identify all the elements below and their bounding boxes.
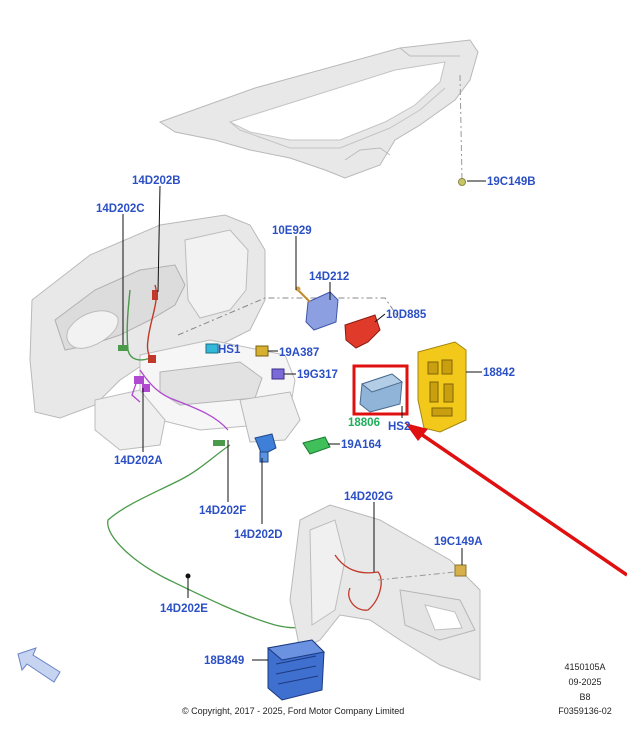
figure-id: F0359136-02: [558, 706, 612, 716]
module-14D212: [295, 286, 339, 331]
label-19G317: 19G317: [297, 369, 338, 381]
label-18842: 18842: [483, 367, 515, 379]
label-19A387: 19A387: [279, 347, 319, 359]
rear-body-structure: [289, 504, 481, 681]
module-18B849: [266, 639, 326, 701]
leader-lines: [122, 180, 486, 661]
label-HS1: HS1: [218, 344, 241, 356]
roof-frame: [158, 39, 479, 179]
connector-19A387: [255, 345, 269, 357]
label-14D202D: 14D202D: [234, 529, 283, 541]
label-14D202A: 14D202A: [114, 455, 163, 467]
label-14D202E: 14D202E: [160, 603, 208, 615]
module-18806: [359, 373, 404, 413]
label-14D202C: 14D202C: [96, 203, 145, 215]
connector-HS1: [205, 343, 219, 354]
label-10D885: 10D885: [386, 309, 427, 321]
connector-19A164: [302, 436, 331, 455]
instrument-panel: [29, 214, 301, 451]
pointer-arrow: [405, 423, 627, 577]
revision-date: 09-2025: [568, 677, 601, 687]
label-14D202G: 14D202G: [344, 491, 393, 503]
orientation-arrow-icon: [17, 647, 61, 683]
label-HS2: HS2: [388, 421, 410, 433]
label-19C149B: 19C149B: [487, 176, 536, 188]
label-18806: 18806: [348, 417, 380, 429]
reference-code: 4150105A: [564, 662, 605, 672]
harness-14D202G: [334, 554, 382, 611]
label-14D202B: 14D202B: [132, 175, 181, 187]
module-18842: [417, 341, 467, 433]
bracket-10D885: [344, 314, 381, 349]
copyright-text: © Copyright, 2017 - 2025, Ford Motor Com…: [182, 706, 404, 716]
label-19C149A: 19C149A: [434, 536, 483, 548]
label-14D212: 14D212: [309, 271, 349, 283]
label-18B849: 18B849: [204, 655, 244, 667]
label-19A164: 19A164: [341, 439, 382, 451]
label-10E929: 10E929: [272, 225, 312, 237]
wiring-harness-ip: [118, 284, 229, 431]
highlight-box: [352, 364, 409, 416]
revision-code: B8: [579, 692, 590, 702]
harness-14D202E: [107, 444, 319, 629]
connector-19G317: [271, 368, 285, 380]
label-14D202F: 14D202F: [199, 505, 246, 517]
connector-14D202D: [254, 433, 277, 463]
part-labels: 14D202B 14D202C 10E929 14D212 10D885 HS1…: [96, 175, 536, 667]
